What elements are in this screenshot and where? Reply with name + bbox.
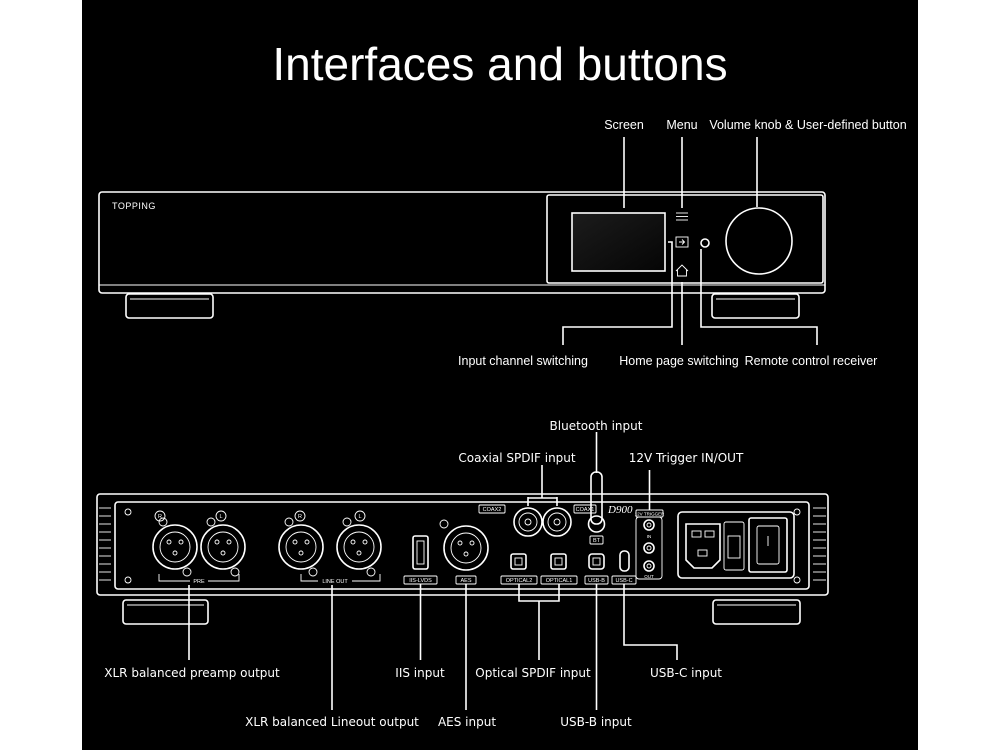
- label-optical-input: Optical SPDIF input: [475, 666, 591, 680]
- front-screen: [571, 212, 666, 272]
- trigger-in-port[interactable]: [643, 519, 655, 531]
- coax1-port[interactable]: [542, 507, 572, 537]
- aes-label: AES: [460, 578, 471, 584]
- label-home-switching: Home page switching: [619, 354, 739, 368]
- rear-right-foot: [712, 599, 801, 625]
- label-usb-c-input: USB-C input: [650, 666, 722, 680]
- usb-c-label: USB-C: [615, 578, 632, 584]
- trigger-in-label: IN: [647, 534, 652, 539]
- coax2-label: COAX2: [483, 507, 502, 513]
- screw-icon: [124, 508, 132, 516]
- page-title: Interfaces and buttons: [272, 38, 727, 90]
- volume-knob[interactable]: [725, 207, 793, 275]
- front-control-section: [546, 194, 824, 284]
- input-icon[interactable]: [675, 236, 689, 248]
- rear-callouts: [188, 432, 678, 710]
- screw-icon: [793, 508, 801, 516]
- front-panel: TOPPING: [98, 191, 826, 319]
- iis-lvds-port[interactable]: [412, 535, 429, 570]
- iis-lvds-label: IIS-LVDS: [409, 578, 432, 584]
- power-switch[interactable]: [748, 517, 788, 573]
- diagram-canvas: Interfaces and buttons TOPPING: [82, 0, 918, 750]
- label-usb-b-input: USB-B input: [560, 715, 632, 729]
- front-callouts: [562, 137, 818, 345]
- xlr-pre-r-mark: R: [158, 514, 162, 520]
- label-coaxial-input: Coaxial SPDIF input: [458, 451, 576, 465]
- right-fins: [813, 507, 826, 581]
- optical2-port[interactable]: [510, 553, 527, 570]
- label-input-switching: Input channel switching: [458, 354, 588, 368]
- label-remote-receiver: Remote control receiver: [745, 354, 878, 368]
- label-xlr-lineout: XLR balanced Lineout output: [245, 715, 419, 729]
- model-name: D900: [607, 504, 633, 516]
- front-left-foot: [125, 293, 214, 319]
- label-aes-input: AES input: [438, 715, 496, 729]
- rear-panel: R L PRE R L LINE OUT IIS: [96, 471, 829, 625]
- xlr-line-l-mark: L: [358, 514, 361, 520]
- left-fins: [99, 507, 111, 581]
- screw-icon: [124, 576, 132, 584]
- trigger-out-label: OUT: [644, 574, 654, 579]
- usb-b-label: USB-B: [588, 578, 605, 584]
- label-trigger: 12V Trigger IN/OUT: [629, 451, 744, 465]
- xlr-line-r-mark: R: [298, 514, 302, 520]
- pre-group-label: PRE: [193, 579, 205, 585]
- line-out-group-label: LINE OUT: [322, 579, 348, 585]
- trigger-out-port[interactable]: [643, 542, 655, 572]
- label-iis-input: IIS input: [395, 666, 445, 680]
- optical2-label: OPTICAL2: [506, 578, 533, 584]
- rear-left-foot: [122, 599, 209, 625]
- coax2-port[interactable]: [513, 507, 543, 537]
- xlr-line-left[interactable]: [336, 517, 382, 577]
- brand-logo: TOPPING: [112, 201, 156, 211]
- rear-chassis: [96, 493, 829, 596]
- screw-icon: [793, 576, 801, 584]
- xlr-pre-left[interactable]: [200, 517, 246, 577]
- label-bluetooth-input: Bluetooth input: [550, 419, 643, 433]
- xlr-pre-right[interactable]: [152, 517, 198, 577]
- coax1-label: COAX1: [576, 507, 595, 513]
- xlr-pre-l-mark: L: [219, 514, 222, 520]
- label-xlr-preamp: XLR balanced preamp output: [104, 666, 280, 680]
- usb-c-port[interactable]: [619, 550, 630, 572]
- ir-receiver-icon: [700, 238, 710, 248]
- menu-icon[interactable]: [676, 212, 688, 221]
- label-screen: Screen: [604, 118, 644, 132]
- rear-inner-plate: [114, 501, 810, 590]
- label-volume-knob: Volume knob & User-defined button: [709, 118, 906, 132]
- label-menu: Menu: [666, 118, 697, 132]
- bt-label: BT: [593, 538, 601, 544]
- optical1-label: OPTICAL1: [546, 578, 573, 584]
- power-inlet: [677, 511, 795, 579]
- front-chassis: [98, 191, 826, 294]
- home-icon[interactable]: [675, 264, 689, 277]
- usb-b-port[interactable]: [588, 553, 605, 570]
- trigger-label: 12V TRIGGER: [635, 512, 665, 517]
- optical1-port[interactable]: [550, 553, 567, 570]
- front-right-foot: [711, 293, 800, 319]
- device-diagram: Interfaces and buttons TOPPING: [96, 38, 907, 729]
- aes-port[interactable]: [439, 519, 489, 571]
- xlr-line-right[interactable]: [278, 517, 324, 577]
